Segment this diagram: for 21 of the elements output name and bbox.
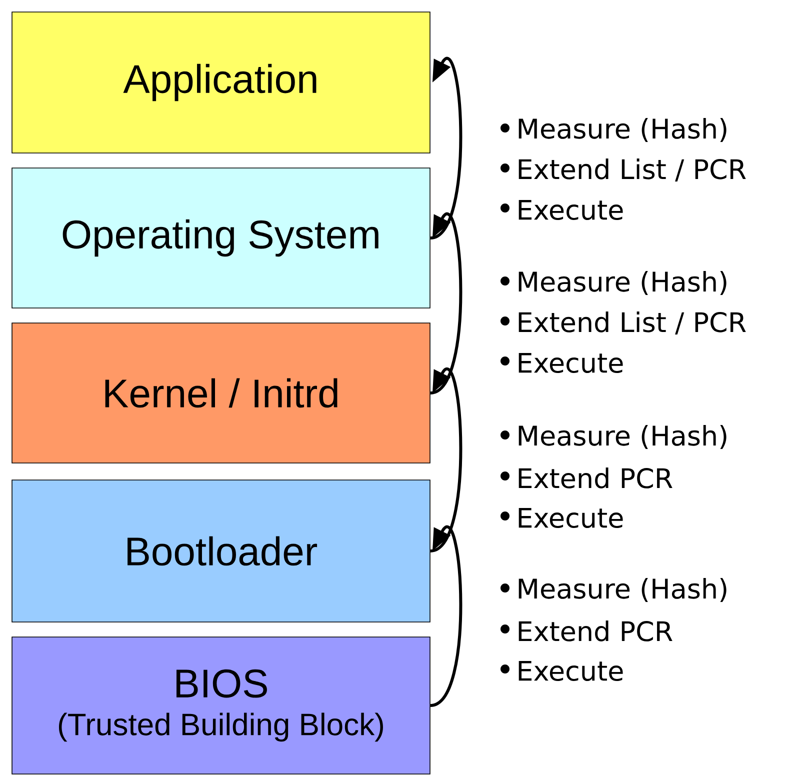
layer-box: Kernel / Initrd	[12, 322, 430, 464]
list-item: Measure (Hash)	[518, 424, 726, 450]
list-item: Extend List / PCR	[518, 158, 746, 182]
list-item: Execute	[518, 352, 623, 374]
layer-box: Application	[12, 12, 430, 154]
layer-box: Operating System	[12, 168, 430, 308]
list-item: Execute	[518, 508, 623, 528]
list-item: Extend PCR	[518, 468, 672, 488]
layer-box: BIOS (Trusted Building Block)	[12, 636, 430, 774]
curved-arrow	[430, 526, 462, 707]
list-item: Measure (Hash)	[518, 578, 726, 602]
list-item: Extend List / PCR	[518, 311, 746, 334]
curved-arrow	[430, 368, 462, 552]
list-item: Extend PCR	[518, 620, 672, 642]
list-item: Execute	[518, 200, 623, 220]
layer-box: Bootloader	[12, 480, 430, 622]
curved-arrow	[430, 212, 462, 394]
list-item: Execute	[518, 660, 623, 682]
list-item: Measure (Hash)	[518, 118, 726, 142]
list-item: Measure (Hash)	[518, 270, 726, 296]
curved-arrow	[430, 57, 462, 240]
